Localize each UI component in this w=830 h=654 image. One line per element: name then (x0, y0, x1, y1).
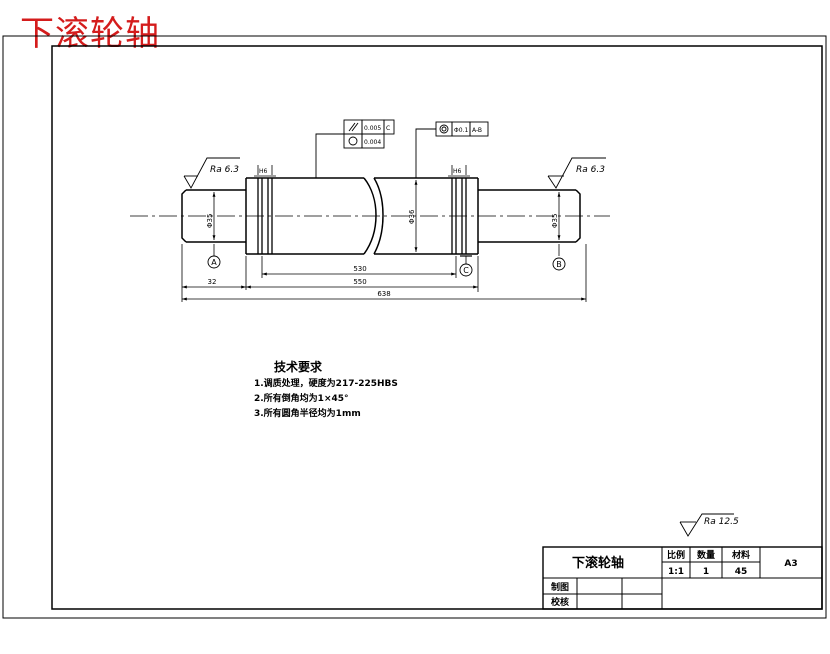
fit-label-right: H6 (453, 168, 462, 175)
roughness-left-symbol (183, 157, 240, 189)
datum-a-symbol (207, 255, 221, 269)
dim-530: 530 (353, 265, 366, 273)
datum-c-symbol (459, 263, 473, 277)
roughness-general-symbol (679, 513, 734, 537)
label-checked: 校核 (551, 596, 569, 608)
page-title: 下滚轮轴 (20, 14, 160, 54)
shaft-outline (181, 177, 581, 255)
header-quantity: 数量 (697, 549, 715, 561)
value-scale: 1:1 (668, 567, 684, 577)
groove-left (257, 178, 273, 254)
inner-frame (51, 45, 823, 610)
datum-b-label: B (556, 260, 562, 269)
dim-638: 638 (377, 290, 390, 298)
diameter-mid: Φ36 (408, 209, 416, 224)
title-block-lines (542, 546, 823, 610)
value-material: 45 (735, 567, 748, 577)
dim-32: 32 (208, 278, 217, 286)
roughness-left: Ra 6.3 (210, 165, 239, 175)
gdt-runout-datum: A-B (472, 127, 482, 134)
length-dimension-lines (181, 244, 587, 302)
roughness-right: Ra 6.3 (576, 165, 605, 175)
roughness-general: Ra 12.5 (704, 517, 739, 527)
datum-c-label: C (463, 266, 469, 275)
groove-right (451, 178, 467, 254)
value-quantity: 1 (703, 567, 709, 577)
note-2: 2.所有倒角均为1×45° (254, 392, 349, 404)
label-drawn: 制图 (551, 581, 569, 593)
fit-callout-left (254, 165, 276, 177)
dim-550: 550 (353, 278, 366, 286)
roughness-right-symbol (547, 157, 606, 189)
title-block-name: 下滚轮轴 (572, 555, 624, 571)
note-1: 1.调质处理，硬度为217-225HBS (254, 377, 398, 389)
gdt-parallel-value: 0.005 (364, 125, 381, 132)
outer-border (2, 35, 827, 619)
gdt-frame-runout (415, 121, 489, 178)
header-scale: 比例 (667, 549, 685, 561)
diameter-right: Φ35 (551, 214, 559, 228)
value-sheet: A3 (784, 559, 797, 569)
gdt-circularity-value: 0.004 (364, 139, 381, 146)
header-material: 材料 (731, 549, 750, 561)
gdt-parallel-datum: C (386, 125, 390, 132)
gdt-runout-value: Φ0.1 (454, 127, 468, 134)
datum-a-label: A (211, 258, 217, 267)
diameter-left: Φ35 (206, 214, 214, 228)
notes-heading: 技术要求 (274, 359, 323, 374)
datum-b-symbol (552, 257, 566, 271)
fit-callout-right (448, 165, 470, 177)
note-3: 3.所有圆角半径均为1mm (254, 407, 361, 419)
fit-label-left: H6 (259, 168, 268, 175)
gdt-frame-parallel (315, 119, 395, 178)
